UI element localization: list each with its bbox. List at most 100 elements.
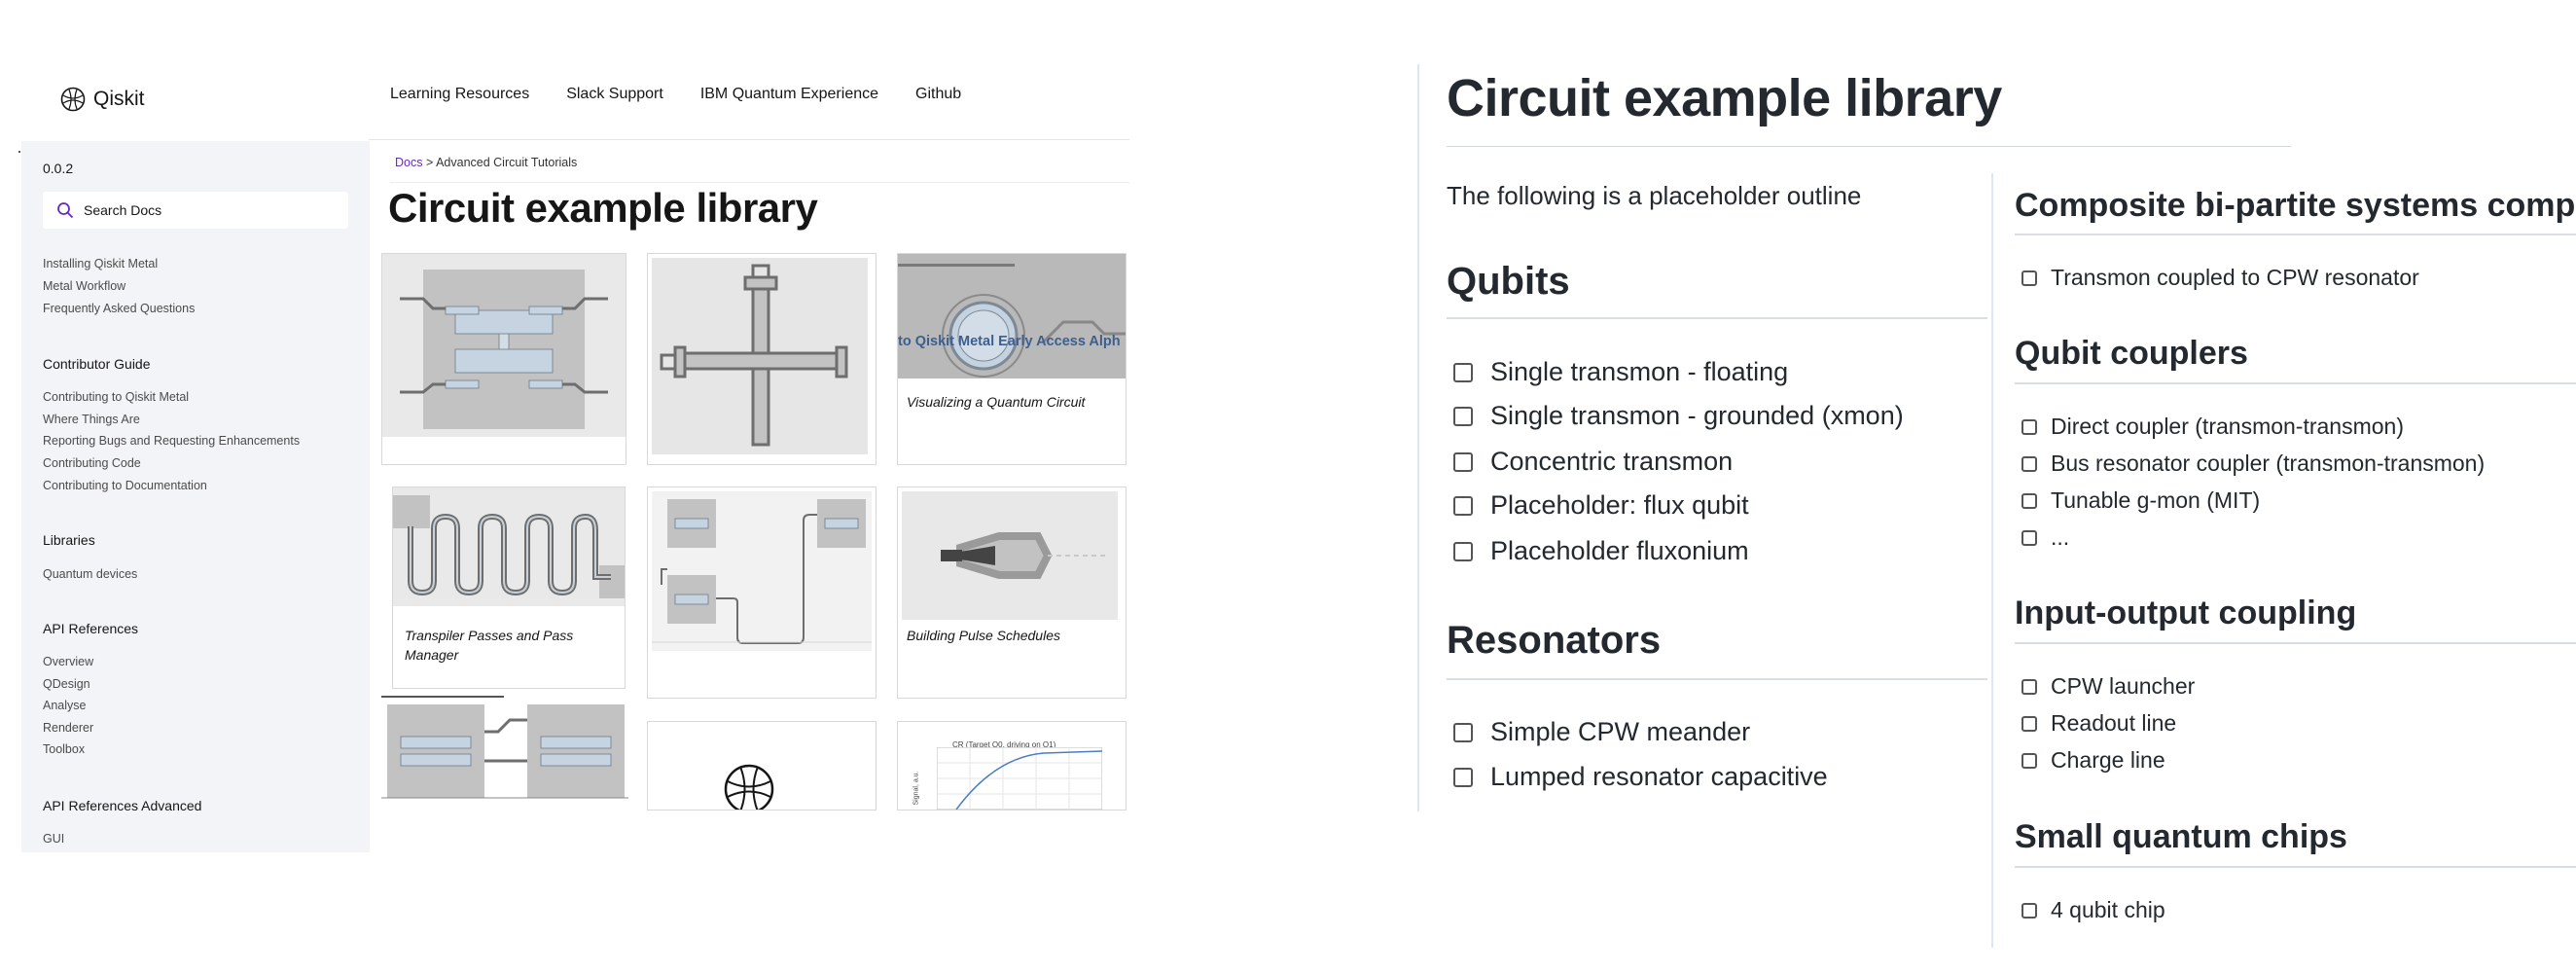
- task-checkbox[interactable]: [2021, 455, 2037, 472]
- task-checkbox[interactable]: [2021, 678, 2037, 695]
- card-thumbnail-xmon: [652, 258, 868, 454]
- task-checkbox[interactable]: [2021, 418, 2037, 435]
- card-thumbnail-plot: [937, 747, 1102, 810]
- sidebar-link-quantum-devices[interactable]: Quantum devices: [43, 567, 138, 581]
- card-thumbnail-meander: [393, 487, 625, 606]
- task-checkbox[interactable]: [2021, 492, 2037, 509]
- card-banner-text: to Qiskit Metal Early Access Alph: [898, 334, 1121, 349]
- task-checkbox[interactable]: [1453, 406, 1473, 426]
- sidebar-link-installing[interactable]: Installing Qiskit Metal: [43, 257, 159, 270]
- task-checkbox[interactable]: [1453, 451, 1473, 472]
- task-checkbox[interactable]: [2021, 270, 2037, 286]
- tutorial-card[interactable]: Transpiler Passes and Pass Manager: [392, 486, 626, 689]
- task-item[interactable]: Concentric transmon: [1453, 447, 1733, 477]
- tutorial-card[interactable]: [647, 721, 877, 811]
- sidebar-link-analyse[interactable]: Analyse: [43, 699, 87, 712]
- search-box[interactable]: [43, 192, 348, 229]
- tutorial-card[interactable]: [647, 486, 877, 699]
- task-checkbox[interactable]: [1453, 362, 1473, 382]
- sidebar-group-api-references[interactable]: API References: [43, 621, 139, 636]
- breadcrumb: Docs > Advanced Circuit Tutorials: [395, 156, 577, 169]
- section-heading-qubits: Qubits: [1447, 260, 1570, 303]
- section-rule: [2015, 866, 2576, 868]
- sidebar-link-renderer[interactable]: Renderer: [43, 721, 94, 735]
- section-heading-resonators: Resonators: [1447, 619, 1662, 662]
- doc-intro: The following is a placeholder outline: [1447, 181, 1862, 210]
- task-item[interactable]: ...: [2021, 524, 2069, 551]
- task-item[interactable]: Lumped resonator capacitive: [1453, 762, 1828, 792]
- card-caption: Visualizing a Quantum Circuit: [907, 394, 1086, 410]
- nav-link-learning-resources[interactable]: Learning Resources: [390, 86, 530, 102]
- task-checkbox[interactable]: [2021, 902, 2037, 919]
- tutorial-card[interactable]: [647, 253, 877, 465]
- qiskit-logo-icon: [60, 87, 86, 112]
- card-thumbnail-banner: [898, 254, 1126, 378]
- sidebar-group-api-references-advanced[interactable]: API References Advanced: [43, 798, 202, 813]
- sidebar-link-contributing-docs[interactable]: Contributing to Documentation: [43, 479, 207, 492]
- task-checkbox[interactable]: [2021, 529, 2037, 546]
- tutorial-card[interactable]: [381, 693, 628, 804]
- sidebar-group-contributor-guide[interactable]: Contributor Guide: [43, 356, 151, 372]
- task-label: Readout line: [2051, 710, 2177, 736]
- task-item[interactable]: Transmon coupled to CPW resonator: [2021, 265, 2419, 291]
- task-label: Bus resonator coupler (transmon-transmon…: [2051, 450, 2486, 476]
- tutorial-card[interactable]: Building Pulse Schedules: [897, 486, 1127, 699]
- task-label: Tunable g-mon (MIT): [2051, 487, 2261, 513]
- task-label: Single transmon - floating: [1490, 357, 1789, 386]
- task-item[interactable]: Placeholder fluxonium: [1453, 536, 1749, 566]
- task-checkbox[interactable]: [1453, 767, 1473, 787]
- task-item[interactable]: Single transmon - floating: [1453, 357, 1788, 387]
- task-label: Transmon coupled to CPW resonator: [2051, 265, 2419, 290]
- sidebar-link-overview[interactable]: Overview: [43, 655, 94, 668]
- sidebar-link-gui[interactable]: GUI: [43, 832, 65, 846]
- task-item[interactable]: CPW launcher: [2021, 673, 2195, 700]
- task-checkbox[interactable]: [2021, 752, 2037, 769]
- section-rule: [1447, 317, 1987, 319]
- tutorial-card[interactable]: [381, 253, 626, 465]
- section-heading-composite: Composite bi-partite systems compri: [2015, 187, 2576, 224]
- sidebar-group-libraries[interactable]: Libraries: [43, 532, 95, 548]
- card-caption: Building Pulse Schedules: [907, 628, 1060, 643]
- card-thumbnail-coupled-qubits: [652, 491, 872, 651]
- globe-icon: [724, 764, 774, 810]
- task-label: Single transmon - grounded (xmon): [1490, 401, 1904, 430]
- sidebar-link-toolbox[interactable]: Toolbox: [43, 742, 86, 756]
- nav-link-github[interactable]: Github: [915, 86, 962, 102]
- nav-link-slack-support[interactable]: Slack Support: [566, 86, 663, 102]
- task-label: Placeholder fluxonium: [1490, 536, 1749, 565]
- nav-link-ibm-quantum-experience[interactable]: IBM Quantum Experience: [699, 86, 879, 102]
- sidebar-link-where-things-are[interactable]: Where Things Are: [43, 413, 140, 426]
- task-item[interactable]: Placeholder: flux qubit: [1453, 490, 1749, 521]
- task-item[interactable]: Bus resonator coupler (transmon-transmon…: [2021, 450, 2485, 477]
- top-navigation: Learning Resources Slack Support IBM Qua…: [390, 86, 961, 103]
- sidebar-link-metal-workflow[interactable]: Metal Workflow: [43, 279, 126, 293]
- sidebar-link-contributing[interactable]: Contributing to Qiskit Metal: [43, 390, 190, 404]
- task-checkbox[interactable]: [1453, 541, 1473, 561]
- section-rule: [1447, 678, 1987, 680]
- task-item[interactable]: Tunable g-mon (MIT): [2021, 487, 2260, 514]
- qiskit-logo-text: Qiskit: [93, 88, 145, 110]
- card-plot-ylabel: Signal, a.u.: [912, 771, 920, 806]
- task-item[interactable]: Direct coupler (transmon-transmon): [2021, 414, 2404, 440]
- sidebar-link-contributing-code[interactable]: Contributing Code: [43, 456, 141, 470]
- sidebar: [21, 141, 370, 852]
- task-checkbox[interactable]: [2021, 715, 2037, 732]
- tutorial-card[interactable]: CR (Target Q0, driving on Q1) Signal, a.…: [897, 721, 1127, 811]
- task-item[interactable]: Simple CPW meander: [1453, 717, 1750, 747]
- task-checkbox[interactable]: [1453, 722, 1473, 742]
- search-input[interactable]: [84, 202, 327, 218]
- qiskit-logo[interactable]: Qiskit: [60, 87, 145, 112]
- task-item[interactable]: Readout line: [2021, 710, 2176, 737]
- task-item[interactable]: Charge line: [2021, 747, 2165, 774]
- breadcrumb-link-docs[interactable]: Docs: [395, 156, 423, 169]
- tutorial-card[interactable]: to Qiskit Metal Early Access Alph Visual…: [897, 253, 1127, 465]
- doc-title-rule: [1447, 146, 2291, 147]
- sidebar-link-faq[interactable]: Frequently Asked Questions: [43, 302, 196, 315]
- card-thumbnail-coupled-transmons: [381, 693, 628, 804]
- edge-mark: [18, 151, 20, 153]
- task-item[interactable]: 4 qubit chip: [2021, 897, 2165, 923]
- task-checkbox[interactable]: [1453, 495, 1473, 516]
- sidebar-link-reporting-bugs[interactable]: Reporting Bugs and Requesting Enhancemen…: [43, 434, 301, 448]
- sidebar-link-qdesign[interactable]: QDesign: [43, 677, 90, 691]
- task-item[interactable]: Single transmon - grounded (xmon): [1453, 401, 1904, 431]
